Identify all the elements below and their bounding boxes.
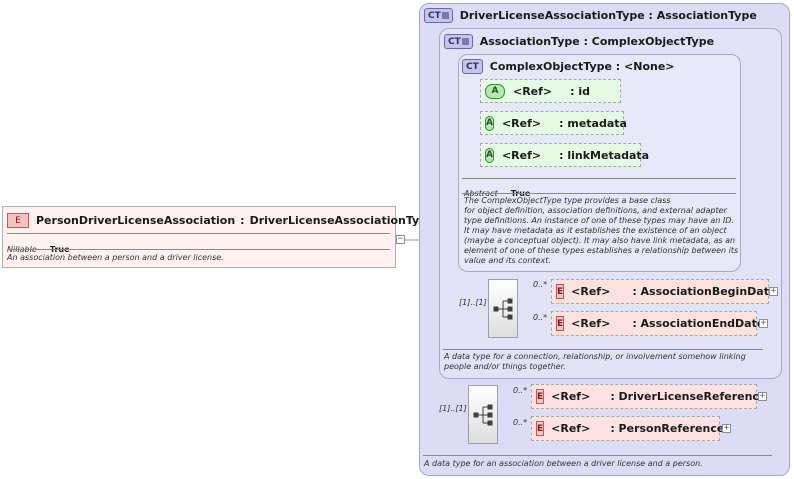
attribute-id[interactable]: A <Ref> : id <box>480 79 621 103</box>
complex-object-type-header: CT ComplexObjectType : <None> <box>462 59 675 74</box>
attribute-icon: A <box>485 83 505 99</box>
divider <box>462 178 736 179</box>
element-icon: E <box>7 213 29 228</box>
element-occurrence: 0..* <box>533 280 548 289</box>
root-element-type: DriverLicenseAssociationType <box>249 214 435 227</box>
complex-type-icon: CT <box>462 59 483 74</box>
element-ref: <Ref> <box>551 422 591 435</box>
attribute-name: : linkMetadata <box>559 148 650 162</box>
element-icon: E <box>556 316 565 331</box>
driver-license-association-type-title: DriverLicenseAssociationType : Associati… <box>459 9 757 22</box>
divider <box>423 455 772 456</box>
element-occurrence: 0..* <box>513 386 528 395</box>
element-association-end-date[interactable]: E <Ref> : AssociationEndDate <box>551 311 764 336</box>
complex-object-type-title: ComplexObjectType : <None> <box>489 60 675 73</box>
attribute-ref: <Ref> <box>501 148 542 162</box>
divider <box>7 233 390 234</box>
sequence-compositor[interactable] <box>468 385 498 444</box>
doc-line: (maybe a conceptual object). It may also… <box>464 236 736 245</box>
association-type-documentation: A data type for a connection, relationsh… <box>444 352 746 372</box>
element-association-begin-date[interactable]: E <Ref> : AssociationBeginDate <box>551 279 776 304</box>
driver-license-association-type-documentation: A data type for an association between a… <box>424 459 703 468</box>
attribute-icon: A <box>485 115 494 131</box>
sequence-occurrence: [1]..[1] <box>459 298 487 307</box>
element-occurrence: 0..* <box>513 418 528 427</box>
attribute-name: : id <box>570 84 591 98</box>
complex-object-type-documentation: The ComplexObjectType type provides a ba… <box>464 196 738 266</box>
element-name: : DriverLicenseReference <box>610 390 767 403</box>
doc-line: It may have metadata as it establishes t… <box>464 226 727 235</box>
root-element-documentation: An association between a person and a dr… <box>7 253 224 262</box>
doc-line: for object definition, association defin… <box>464 206 727 215</box>
doc-line: A data type for a connection, relationsh… <box>444 352 746 361</box>
doc-line: value and its context. <box>464 256 551 265</box>
root-element-card[interactable]: E PersonDriverLicenseAssociation : Drive… <box>2 206 435 268</box>
doc-line: people and/or things together. <box>444 362 566 371</box>
element-name: : AssociationEndDate <box>632 317 765 330</box>
divider <box>462 193 736 194</box>
attribute-linkmetadata[interactable]: A <Ref> : linkMetadata <box>480 143 649 167</box>
divider <box>7 249 390 250</box>
attribute-ref: <Ref> <box>513 84 553 98</box>
divider <box>443 349 763 350</box>
element-icon: E <box>536 421 545 436</box>
element-occurrence: 0..* <box>533 313 548 322</box>
attribute-icon: A <box>485 147 494 163</box>
attribute-ref: <Ref> <box>501 116 542 130</box>
element-driver-license-reference[interactable]: E <Ref> : DriverLicenseReference <box>531 384 766 409</box>
sequence-icon <box>493 298 513 320</box>
root-element-name: PersonDriverLicenseAssociation <box>36 214 236 227</box>
element-person-reference[interactable]: E <Ref> : PersonReference <box>531 416 724 441</box>
complex-type-icon: CT <box>424 8 453 23</box>
driver-license-association-type-header: CT DriverLicenseAssociationType : Associ… <box>424 8 757 23</box>
sequence-occurrence: [1]..[1] <box>439 404 467 413</box>
complex-type-icon: CT <box>444 34 473 49</box>
expand-toggle[interactable]: + <box>722 423 731 433</box>
element-ref: <Ref> <box>551 390 591 403</box>
doc-line: The ComplexObjectType type provides a ba… <box>464 196 671 205</box>
doc-line: type definitions. An instance of one of … <box>464 216 734 225</box>
element-ref: <Ref> <box>571 317 611 330</box>
sequence-compositor[interactable] <box>488 279 518 338</box>
attribute-name: : metadata <box>559 116 627 130</box>
element-icon: E <box>556 284 565 299</box>
sequence-icon <box>473 404 493 426</box>
doc-line: element of one of these types establishe… <box>464 246 739 255</box>
association-type-header: CT AssociationType : ComplexObjectType <box>444 34 714 49</box>
element-ref: <Ref> <box>571 285 611 298</box>
root-element-separator: : <box>240 214 245 227</box>
element-icon: E <box>536 389 545 404</box>
association-type-title: AssociationType : ComplexObjectType <box>479 35 715 48</box>
expand-toggle[interactable]: + <box>759 318 768 328</box>
element-name: : AssociationBeginDate <box>632 285 777 298</box>
root-element-header: E PersonDriverLicenseAssociation : Drive… <box>7 213 435 228</box>
element-name: : PersonReference <box>610 422 725 435</box>
expand-toggle[interactable]: + <box>769 286 778 296</box>
expand-toggle[interactable]: + <box>758 391 767 401</box>
collapse-toggle[interactable]: − <box>396 234 405 244</box>
attribute-metadata[interactable]: A <Ref> : metadata <box>480 111 627 135</box>
